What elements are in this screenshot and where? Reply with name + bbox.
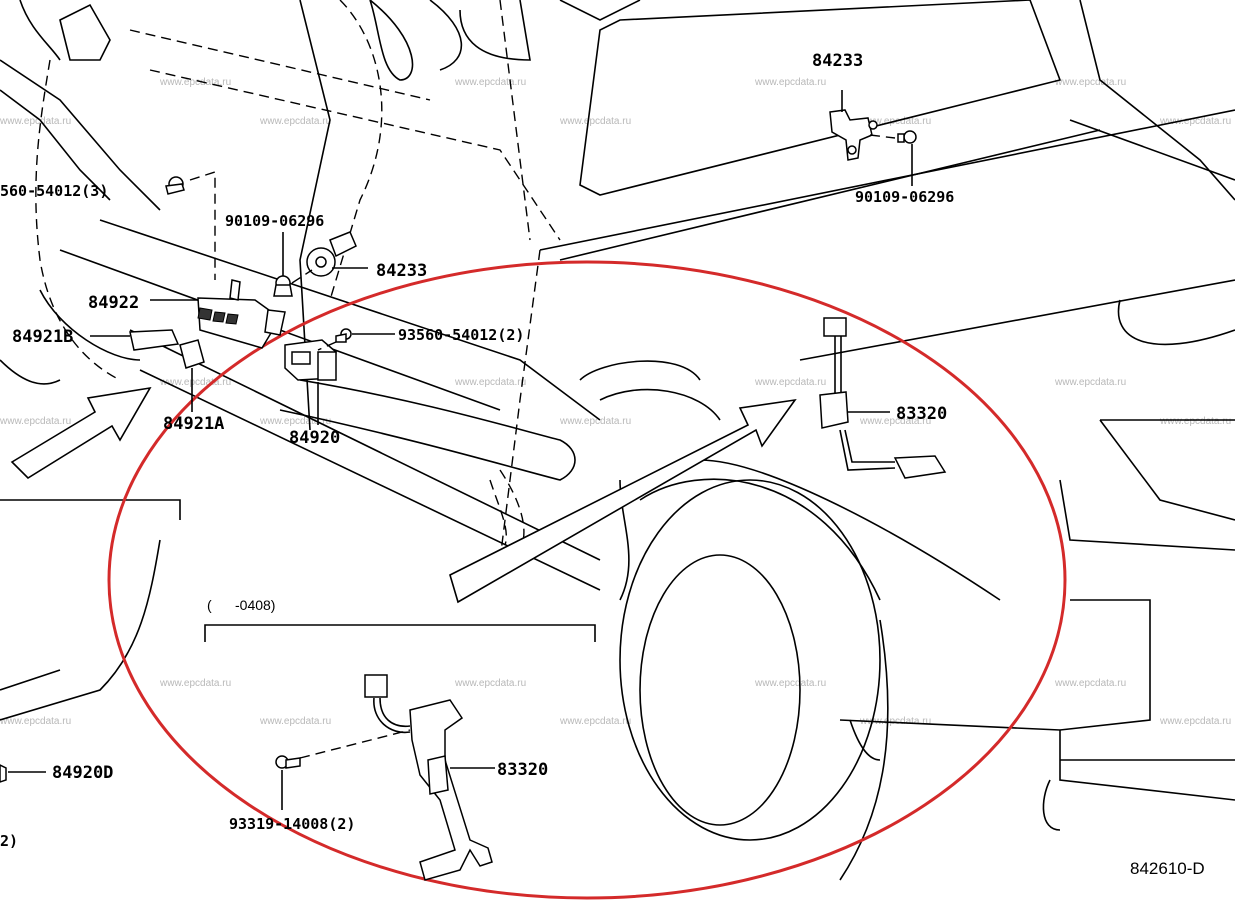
bracket-sensor-part-bottom xyxy=(299,674,495,881)
watermark-layer: www.epcdata.ru www.epcdata.ru www.epcdata.… xyxy=(0,77,1231,727)
reference-code: 842610-D xyxy=(1130,859,1205,878)
door-switch-part-top xyxy=(829,90,896,161)
label-83320-right: 83320 xyxy=(896,404,947,424)
sensor-part-right xyxy=(819,317,947,479)
watermark-text: www.epcdata.ru xyxy=(754,77,826,88)
label-90109-top: 90109-06296 xyxy=(855,188,954,206)
watermark-text: www.epcdata.ru xyxy=(754,678,826,689)
watermark-text: www.epcdata.ru xyxy=(1054,77,1126,88)
watermark-text: www.epcdata.ru xyxy=(1159,716,1231,727)
switch-assembly-part xyxy=(150,279,286,349)
vehicle-body xyxy=(0,0,1235,881)
label-84921a: 84921A xyxy=(163,414,224,434)
label-83320-bottom: 83320 xyxy=(497,760,548,780)
watermark-text: www.epcdata.ru xyxy=(0,116,71,127)
watermark-text: www.epcdata.ru xyxy=(159,77,231,88)
screw-part-mid xyxy=(317,328,395,351)
label-range: ( -0408) xyxy=(207,597,275,613)
direction-arrow-center xyxy=(449,398,797,604)
watermark-text: www.epcdata.ru xyxy=(259,416,331,427)
watermark-text: www.epcdata.ru xyxy=(159,678,231,689)
screw-part-bottom xyxy=(275,755,301,810)
switch-part-84920 xyxy=(284,339,337,425)
label-84921b: 84921B xyxy=(12,327,73,347)
label-90109-mid: 90109-06296 xyxy=(225,212,324,230)
label-84233-mid: 84233 xyxy=(376,261,427,281)
watermark-text: www.epcdata.ru xyxy=(1159,416,1231,427)
watermark-text: www.epcdata.ru xyxy=(0,416,71,427)
label-84920: 84920 xyxy=(289,428,340,448)
part-84920d-fragment xyxy=(0,764,46,783)
watermark-text: www.epcdata.ru xyxy=(159,377,231,388)
bolt-part-top xyxy=(897,130,917,186)
watermark-text: www.epcdata.ru xyxy=(1159,116,1231,127)
knob-part-84921a xyxy=(179,339,205,412)
label-93319: 93319-14008(2) xyxy=(229,815,355,833)
watermark-text: www.epcdata.ru xyxy=(454,77,526,88)
button-part-84921b xyxy=(90,329,180,351)
label-93560-mid: 93560-54012(2) xyxy=(398,326,524,344)
door-switch-part-mid xyxy=(306,231,368,277)
watermark-text: www.epcdata.ru xyxy=(754,377,826,388)
label-2-left: 2) xyxy=(0,832,18,850)
watermark-text: www.epcdata.ru xyxy=(859,416,931,427)
screw-part-left xyxy=(165,171,216,280)
watermark-text: www.epcdata.ru xyxy=(559,116,631,127)
watermark-text: www.epcdata.ru xyxy=(559,416,631,427)
watermark-text: www.epcdata.ru xyxy=(1054,678,1126,689)
label-84922: 84922 xyxy=(88,293,139,313)
label-93560-left: 560-54012(3) xyxy=(0,182,108,200)
highlight-ellipse xyxy=(107,260,1067,900)
bolt-part-mid xyxy=(273,232,313,297)
watermark-text: www.epcdata.ru xyxy=(259,116,331,127)
watermark-text: www.epcdata.ru xyxy=(454,678,526,689)
watermark-text: www.epcdata.ru xyxy=(0,716,71,727)
watermark-text: www.epcdata.ru xyxy=(454,377,526,388)
watermark-text: www.epcdata.ru xyxy=(1054,377,1126,388)
range-bracket xyxy=(204,624,596,642)
watermark-text: www.epcdata.ru xyxy=(259,716,331,727)
label-84920d: 84920D xyxy=(52,763,113,783)
direction-arrow-left xyxy=(10,386,152,480)
watermark-text: www.epcdata.ru xyxy=(559,716,631,727)
watermark-text: www.epcdata.ru xyxy=(859,716,931,727)
label-84233-top: 84233 xyxy=(812,51,863,71)
